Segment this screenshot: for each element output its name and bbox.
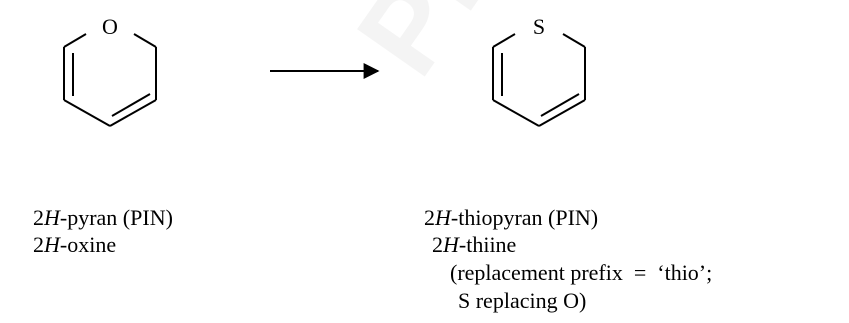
replacement-note-line2: S replacing O): [458, 288, 587, 313]
bond-c4-c3: [538, 99, 586, 127]
bond-c4-c3-double: [111, 93, 151, 117]
bond-s-c6: [492, 33, 516, 48]
thiopyran-structure: [492, 33, 586, 127]
replacement-note-line1: (replacement prefix = ‘thio’;: [450, 260, 713, 285]
bond-c2-s: [562, 33, 586, 48]
bond-c4-c3-double: [540, 93, 580, 117]
sulfur-atom-label: S: [533, 14, 545, 39]
pyran-pin-name: 2H-pyran (PIN): [33, 205, 173, 230]
thiopyran-alt-name: 2H-thiine: [432, 232, 517, 257]
pyran-structure: [63, 33, 157, 127]
bond-o-c6: [63, 33, 87, 48]
bond-c4-c3: [109, 99, 157, 127]
bond-c2-o: [133, 33, 157, 48]
pyran-alt-name: 2H-oxine: [33, 232, 117, 257]
thiopyran-pin-name: 2H-thiopyran (PIN): [424, 205, 599, 230]
bond-c5-c4: [492, 99, 540, 127]
bond-c5-c4: [63, 99, 111, 127]
oxygen-atom-label: O: [102, 14, 118, 39]
